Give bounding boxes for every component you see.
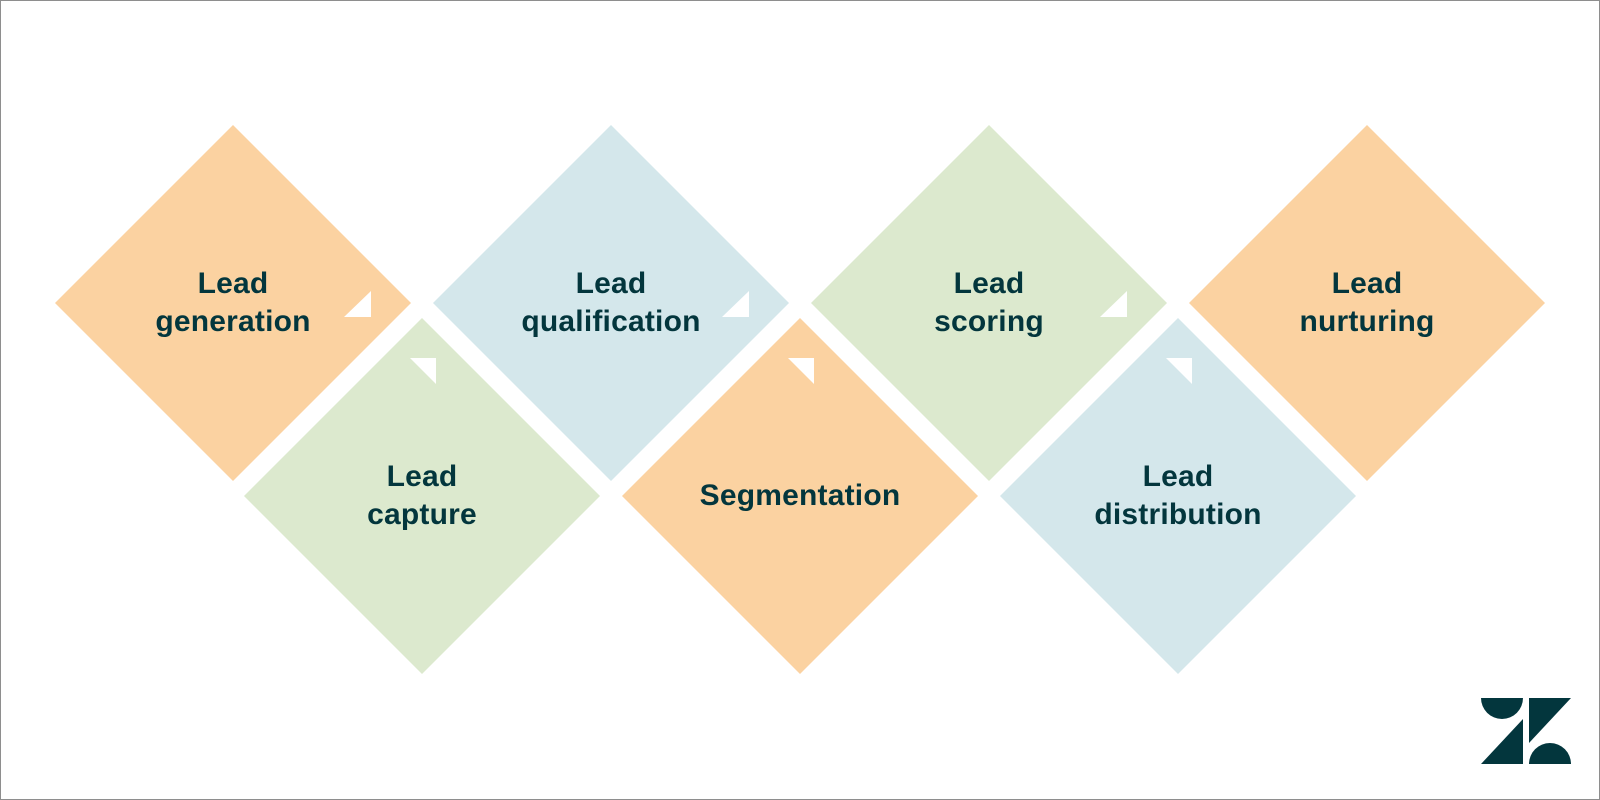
stage-label-line: Lead	[575, 267, 647, 300]
stage-label: Lead scoring	[934, 265, 1044, 341]
stage-label-line: Lead	[386, 460, 458, 493]
stage-label: Segmentation	[700, 477, 901, 515]
stage-label-line: generation	[155, 305, 311, 338]
stage-label-line: nurturing	[1299, 305, 1435, 338]
stage-label: Lead qualification	[521, 265, 700, 341]
stage-label: Lead capture	[367, 458, 477, 534]
logo-right-triangle	[1529, 698, 1571, 743]
stage-label: Lead distribution	[1094, 458, 1261, 534]
stage-label: Lead generation	[155, 265, 310, 341]
stage-label-line: scoring	[934, 305, 1044, 338]
stage-label-line: Lead	[1331, 267, 1403, 300]
stage-label-line: qualification	[521, 305, 701, 338]
stage-label-line: distribution	[1094, 498, 1262, 531]
stage-label-line: Segmentation	[699, 479, 901, 512]
logo-left-semicircle	[1481, 698, 1523, 719]
logo-left-triangle	[1481, 719, 1523, 764]
stage-label-line: Lead	[953, 267, 1025, 300]
stage-label-line: Lead	[1142, 460, 1214, 493]
stage-label: Lead nurturing	[1299, 265, 1434, 341]
stage-label-line: Lead	[197, 267, 269, 300]
zendesk-logo-icon	[1481, 698, 1571, 764]
logo-right-semicircle	[1529, 743, 1571, 764]
stage-label-line: capture	[367, 498, 477, 531]
